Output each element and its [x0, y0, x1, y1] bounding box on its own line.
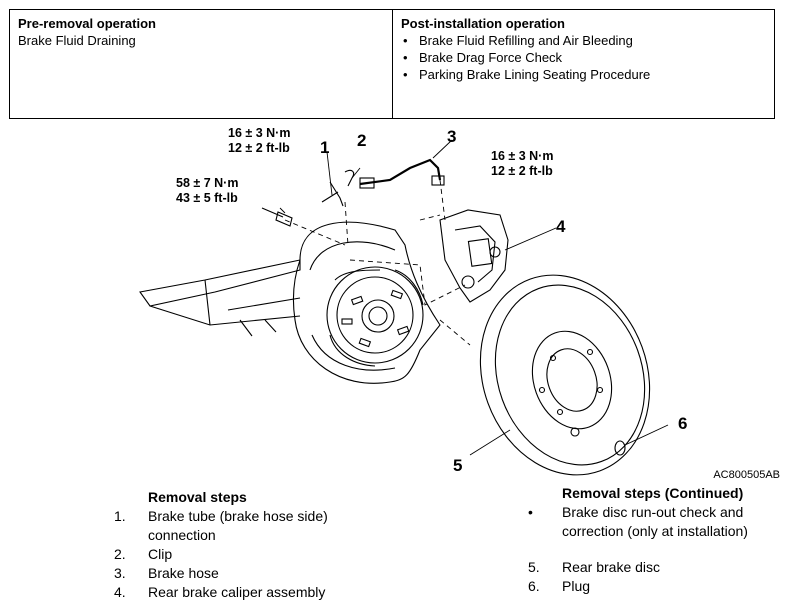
callout-number-4: 4 — [556, 217, 566, 236]
callout-number-2: 2 — [357, 131, 367, 150]
pre-removal-item: Brake Fluid Draining — [18, 33, 136, 48]
bullet-icon: • — [528, 504, 533, 520]
step-text: Brake hose — [148, 565, 219, 581]
list-item-continuation: correction (only at installation) — [528, 522, 783, 541]
step-text: Rear brake caliper assembly — [148, 584, 326, 600]
step-text: Clip — [148, 546, 173, 562]
list-item: 5. Rear brake disc — [528, 558, 783, 577]
torque-ftlb: 12 ± 2 ft-lb — [491, 164, 553, 178]
removal-steps-left: Removal steps 1. Brake tube (brake hose s… — [114, 488, 404, 602]
wheel-studs — [341, 289, 410, 348]
post-installation-list: Brake Fluid Refilling and Air Bleeding B… — [401, 32, 766, 83]
removal-steps-continued-title: Removal steps (Continued) — [562, 485, 744, 501]
torque-ftlb: 43 ± 5 ft-lb — [176, 191, 238, 205]
post-installation-column: Post-installation operation Brake Fluid … — [393, 10, 774, 118]
list-item: 3. Brake hose — [114, 564, 404, 583]
torque-callout-caliper: 58 ± 7 N·m 43 ± 5 ft-lb — [176, 176, 238, 206]
brake-disc — [479, 274, 651, 476]
torque-callout-tube: 16 ± 3 N·m 12 ± 2 ft-lb — [228, 126, 290, 156]
list-item: • Brake disc run-out check and — [528, 503, 783, 522]
torque-callout-hose: 16 ± 3 N·m 12 ± 2 ft-lb — [491, 149, 553, 179]
step-number: 4. — [114, 584, 126, 600]
step-text: Brake tube (brake hose side) — [148, 508, 328, 524]
callout-number-5: 5 — [453, 456, 463, 475]
torque-nm: 16 ± 3 N·m — [491, 149, 554, 163]
step-number: 6. — [528, 578, 540, 594]
list-item: 1. Brake tube (brake hose side) — [114, 507, 404, 526]
step-number: 5. — [528, 559, 540, 575]
pre-removal-column: Pre-removal operation Brake Fluid Draini… — [10, 10, 393, 118]
step-number: 3. — [114, 565, 126, 581]
post-installation-title: Post-installation operation — [401, 16, 565, 31]
removal-steps-right: Removal steps (Continued) • Brake disc ru… — [528, 484, 783, 596]
brake-exploded-diagram — [139, 139, 669, 476]
torque-ftlb: 12 ± 2 ft-lb — [228, 141, 290, 155]
operations-table: Pre-removal operation Brake Fluid Draini… — [9, 9, 775, 119]
step-number: 2. — [114, 546, 126, 562]
callout-number-6: 6 — [678, 414, 688, 433]
step-text: Rear brake disc — [562, 559, 661, 575]
caliper-bolt — [261, 207, 293, 227]
plug — [614, 440, 626, 456]
post-installation-item: Parking Brake Lining Seating Procedure — [401, 66, 766, 83]
list-item: 2. Clip — [114, 545, 404, 564]
callout-number-3: 3 — [447, 127, 457, 146]
removal-steps-title: Removal steps — [148, 489, 247, 505]
post-installation-item: Brake Fluid Refilling and Air Bleeding — [401, 32, 766, 49]
step-text: correction (only at installation) — [562, 523, 748, 539]
brake-tube — [329, 181, 344, 207]
list-item: 6. Plug — [528, 577, 783, 596]
pre-removal-title: Pre-removal operation — [18, 16, 156, 31]
trailing-arm — [139, 259, 301, 307]
step-text: connection — [148, 527, 216, 543]
caliper-assembly — [439, 209, 509, 303]
figure-code: AC800505AB — [713, 469, 780, 481]
list-item: 4. Rear brake caliper assembly — [114, 583, 404, 602]
brake-hose — [359, 158, 442, 186]
torque-nm: 58 ± 7 N·m — [176, 176, 239, 190]
torque-nm: 16 ± 3 N·m — [228, 126, 291, 140]
step-text: Plug — [562, 578, 591, 594]
callout-number-1: 1 — [320, 138, 330, 157]
step-number: 1. — [114, 508, 126, 524]
backing-plate — [292, 221, 441, 384]
list-item-continuation: connection — [114, 526, 404, 545]
post-installation-item: Brake Drag Force Check — [401, 49, 766, 66]
step-text: Brake disc run-out check and — [562, 504, 744, 520]
